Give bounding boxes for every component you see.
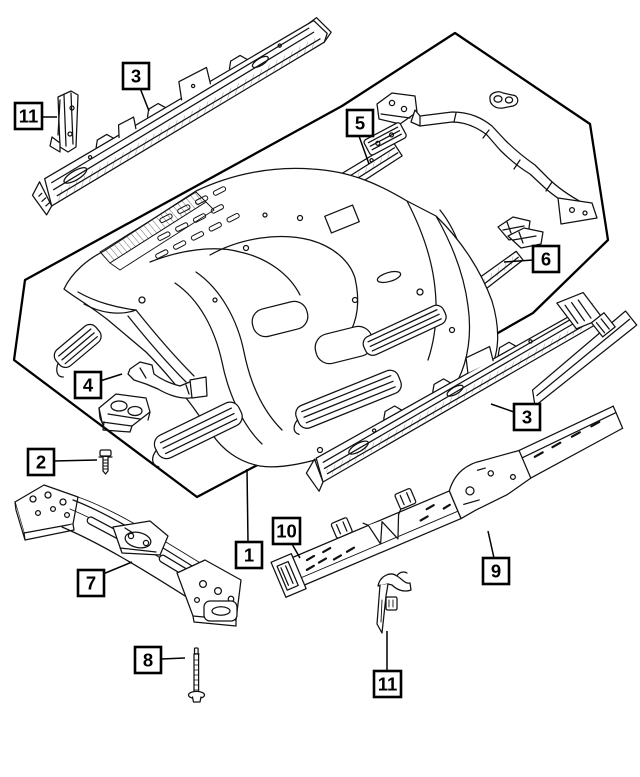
leader-line-9-10 <box>487 530 495 559</box>
callout-number: 5 <box>355 113 365 134</box>
part-sill-inner-right <box>305 291 604 492</box>
callout-box[interactable] <box>271 516 302 546</box>
callout-number: 3 <box>522 407 532 428</box>
leader-line-6-3 <box>503 259 534 263</box>
callout-box[interactable] <box>531 244 561 274</box>
callout-number: 8 <box>143 650 153 671</box>
part-strip-front <box>152 401 243 468</box>
callout-8-11[interactable]: 8 <box>133 645 163 675</box>
callout-7-9[interactable]: 7 <box>76 568 106 598</box>
leader-line-3-1 <box>139 87 150 112</box>
callout-number: 3 <box>131 66 141 87</box>
callout-box[interactable] <box>481 556 511 586</box>
callout-11-12[interactable]: 11 <box>372 669 403 699</box>
part-bracket-4 <box>127 361 208 399</box>
callout-6-3[interactable]: 6 <box>531 244 561 274</box>
callout-3-1[interactable]: 3 <box>121 61 151 91</box>
leader-line-5-2 <box>358 135 370 165</box>
callout-number: 11 <box>378 674 398 695</box>
leader-line-10-8 <box>291 543 301 559</box>
callout-4-4[interactable]: 4 <box>73 370 103 400</box>
callout-number: 10 <box>276 521 297 542</box>
leader-line-1-7 <box>246 468 249 543</box>
leader-line-2-5 <box>52 459 98 462</box>
callout-2-5[interactable]: 2 <box>26 447 56 477</box>
part-cage-bracket-4 <box>98 393 151 433</box>
leader-line-4-4 <box>99 373 123 382</box>
callout-5-2[interactable]: 5 <box>345 108 375 138</box>
leader-line-3-6 <box>490 403 515 413</box>
callout-3-6[interactable]: 3 <box>512 402 542 432</box>
callout-number: 7 <box>86 573 96 594</box>
panel-outline <box>12 31 610 499</box>
part-bracket-11-bottom <box>376 571 412 634</box>
callout-box[interactable] <box>76 568 106 598</box>
part-floor-pan <box>63 167 499 468</box>
callout-box[interactable] <box>73 370 103 400</box>
callout-box[interactable] <box>121 61 151 91</box>
callout-10-8[interactable]: 10 <box>271 516 302 546</box>
callout-11-0[interactable]: 11 <box>13 101 44 131</box>
part-sill-inner-left <box>31 17 332 216</box>
callout-1-7[interactable]: 1 <box>234 540 264 570</box>
callout-box[interactable] <box>372 669 403 699</box>
callout-box[interactable] <box>133 645 163 675</box>
part-bolt-2 <box>98 449 113 475</box>
leader-line-8-11 <box>160 657 186 660</box>
callout-number: 11 <box>19 106 39 127</box>
part-bracket-11-top <box>49 90 79 153</box>
callout-number: 6 <box>541 249 551 270</box>
callout-leaders <box>39 87 534 671</box>
callout-box[interactable] <box>13 101 44 131</box>
leader-line-7-9 <box>102 561 133 575</box>
part-strip-left <box>53 323 102 378</box>
callout-number: 1 <box>244 545 254 566</box>
callout-box[interactable] <box>234 540 264 570</box>
callout-number: 4 <box>83 375 94 396</box>
part-rail-10-9 <box>270 405 624 598</box>
callout-box[interactable] <box>512 402 542 432</box>
callout-box[interactable] <box>26 447 56 477</box>
part-bolt-8 <box>187 647 206 703</box>
callout-number: 2 <box>36 452 46 473</box>
callout-9-10[interactable]: 9 <box>481 556 511 586</box>
part-crossmember-7 <box>14 484 242 627</box>
part-channel-right <box>531 310 638 407</box>
callout-box[interactable] <box>345 108 375 138</box>
callout-number: 9 <box>491 561 501 582</box>
